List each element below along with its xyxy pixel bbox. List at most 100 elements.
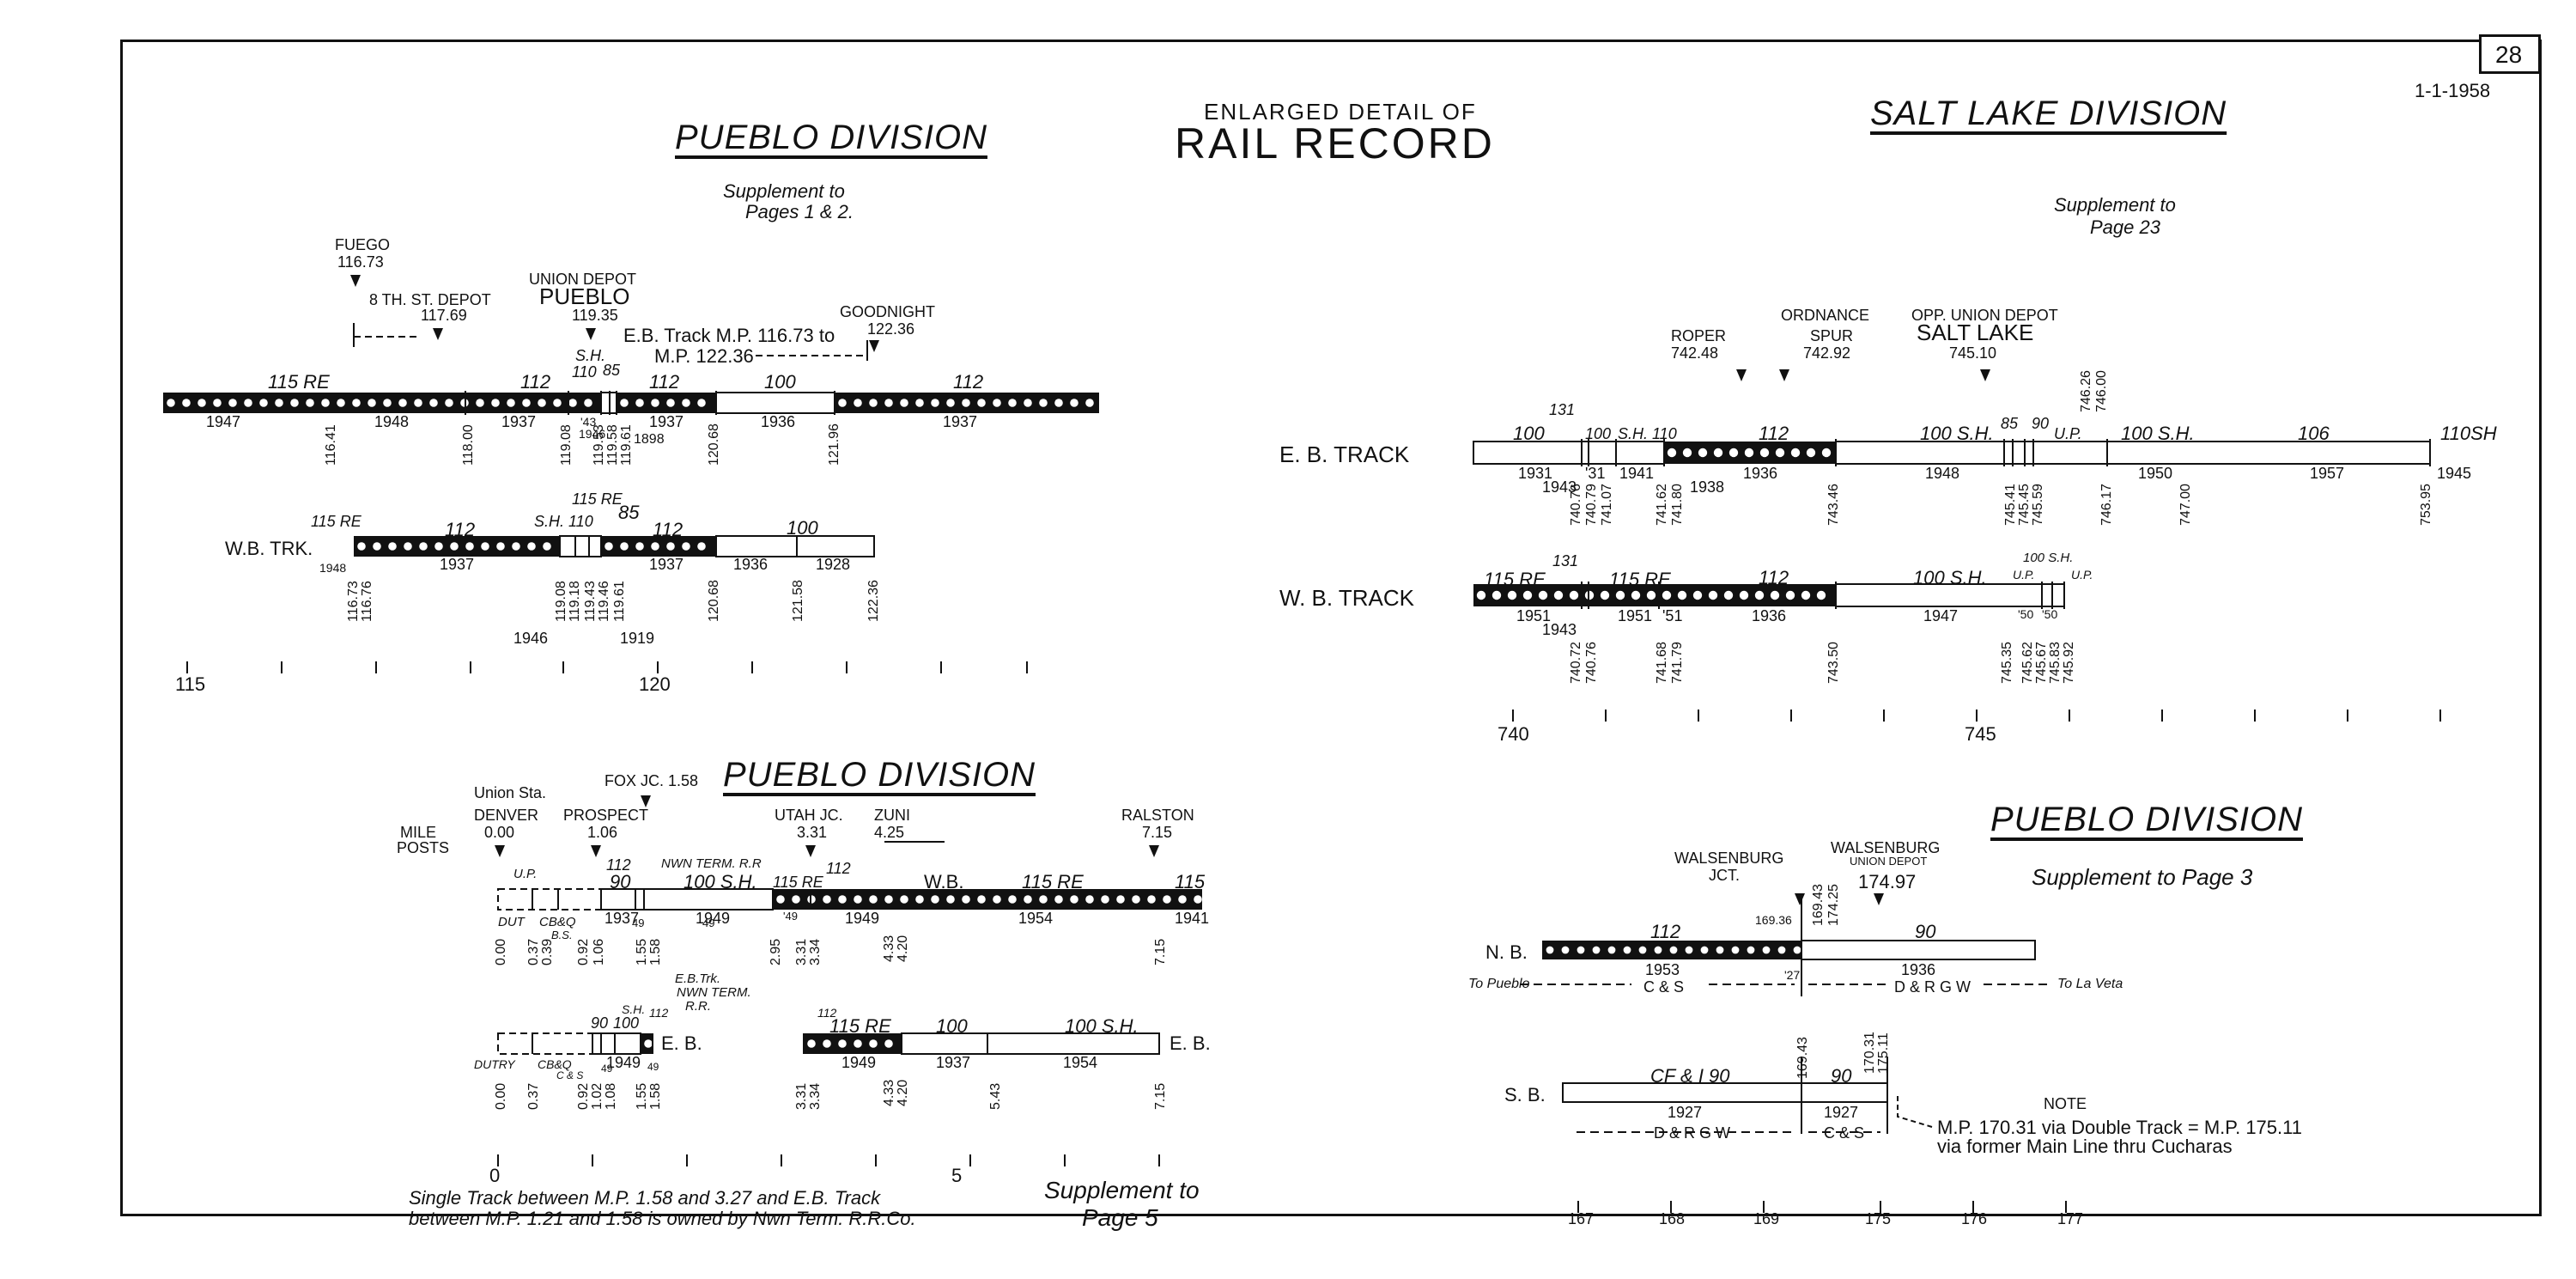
sl-wb-black-1-dot: [1770, 590, 1780, 600]
denver-marker: [495, 845, 505, 857]
sle-w6: 100 S.H.: [1920, 423, 1994, 444]
pb-supplement-2: Page 5: [1082, 1204, 1158, 1231]
sl-wb-black-1-dot: [1662, 590, 1672, 600]
depot8-label: 8 TH. ST. DEPOT: [369, 291, 491, 308]
pb-top-black-1-dot: [1024, 895, 1032, 904]
pt-wb-black-2-dot: [682, 542, 690, 551]
pb-top-black-1-dot: [1116, 895, 1125, 904]
sl-wb-black-1-dot: [1600, 590, 1610, 600]
sl-wb-white-1: [1835, 583, 2043, 607]
pt-wb-black-1-dot: [404, 542, 412, 551]
pb-top-black-1-dot: [1147, 895, 1156, 904]
pt-eb-black-3-dot: [1054, 399, 1063, 407]
zuni-label: ZUNI: [874, 807, 910, 824]
utah-mp: 3.31: [797, 824, 828, 841]
pbt-y1: 1937: [605, 910, 640, 927]
pbe-w6: 115 RE: [829, 1015, 891, 1037]
prn-y1: 1953: [1645, 961, 1680, 978]
pt-eb-black-3-dot: [838, 399, 847, 407]
pt-eb-black-3-dot: [993, 399, 1001, 407]
walsenburg-jct-marker: [1795, 893, 1805, 905]
pt-eb-black-1-dot: [259, 399, 268, 407]
note-title: NOTE: [2044, 1095, 2087, 1112]
sle-w5: 112: [1759, 423, 1789, 444]
pt-eb-black-1-dot: [553, 399, 562, 407]
pb-top-black-1-dot: [1039, 895, 1048, 904]
pbe-note-3: R.R.: [685, 999, 711, 1014]
sl-wb-black-1-dot: [1646, 590, 1656, 600]
pr-scale-1: 167: [1568, 1210, 1595, 1227]
pb-top-black-1-dot: [823, 895, 831, 904]
denver-sta: Union Sta.: [474, 784, 547, 801]
mile-posts-1: MILE: [400, 824, 437, 841]
slw-y8: '50: [2042, 607, 2058, 621]
ptw-w4: 115 RE: [572, 490, 623, 508]
pbe-w3: S.H.: [622, 1002, 646, 1016]
pb-top-black-1-dot: [900, 895, 908, 904]
pbe-label-right: E. B.: [1170, 1032, 1211, 1054]
pt-eb-black-2-dot: [666, 399, 675, 407]
pt-eb-black-1-dot: [507, 399, 515, 407]
slw-y6: 1947: [1923, 607, 1959, 624]
pte-w7: 112: [953, 371, 984, 393]
slw-w5: 100 S.H.: [1913, 567, 1987, 588]
prn-road2: D & R G W: [1894, 978, 1971, 996]
sle-w2: 100: [1513, 423, 1545, 444]
prospect-label: PROSPECT: [563, 807, 649, 824]
pt-eb-black-1-dot: [491, 399, 500, 407]
pte-w1: 115 RE: [268, 371, 330, 393]
sl-eb-black-1-dot: [1806, 448, 1816, 458]
pb-footnote-1: Single Track between M.P. 1.58 and 3.27 …: [409, 1187, 881, 1209]
pt-eb-black-3-dot: [946, 399, 955, 407]
pte-w6: 100: [764, 371, 796, 393]
ptw-y1: 1948: [319, 561, 347, 575]
pbe-w7: 100: [936, 1015, 968, 1037]
pt-wb-white-1: [559, 535, 602, 557]
pte-y6: 1937: [943, 413, 978, 430]
prn-mk1: 169.36: [1755, 913, 1792, 927]
pbt-w4: 115 RE: [773, 874, 823, 891]
sle-w7: 85: [2001, 415, 2019, 432]
pt-eb-black-3-dot: [1085, 399, 1094, 407]
pr-scale-4: 175: [1865, 1210, 1892, 1227]
fuego-label: FUEGO: [335, 236, 391, 253]
prn-road1: C & S: [1643, 978, 1685, 996]
pb-top-black-1-dot: [1085, 895, 1094, 904]
sle-w9: U.P.: [2054, 425, 2082, 442]
sl-wb-black-1-dot: [1801, 590, 1811, 600]
pte-y5: 1936: [761, 413, 796, 430]
pte-sh: S.H.: [575, 347, 606, 364]
pt-eb-black-1-dot: [429, 399, 438, 407]
pt-wb-black-1-dot: [512, 542, 520, 551]
pr-nb-black-1-dot: [1623, 946, 1631, 954]
pb-top-dashed: [497, 888, 602, 911]
pt-eb-black-1-dot: [398, 399, 407, 407]
ralston-label: RALSTON: [1121, 807, 1194, 824]
pt-eb-black-1-dot: [383, 399, 392, 407]
pueblo-right-heading: PUEBLO DIVISION: [1990, 801, 2303, 838]
wals-3: 174.97: [1858, 871, 1917, 892]
sl-wb-black-1-dot: [1785, 590, 1795, 600]
pbe-w4: 112: [649, 1006, 669, 1020]
denver-mp: 0.00: [484, 824, 515, 841]
slw-y4: '51: [1662, 607, 1683, 624]
slw-y5: 1936: [1752, 607, 1787, 624]
utah-label: UTAH JC.: [775, 807, 843, 824]
pr-nb-black-1-dot: [1685, 946, 1693, 954]
slw-y7: '50: [2018, 607, 2034, 621]
sl-wb-black-1-dot: [1631, 590, 1641, 600]
sle-w11: 106: [2298, 423, 2330, 444]
pt-eb-black-3-dot: [1008, 399, 1017, 407]
mile-posts-2: POSTS: [397, 839, 450, 856]
pt-eb-black-1-dot: [275, 399, 283, 407]
pr-nb-black-1-dot: [1731, 946, 1740, 954]
pbt-y3: 1949: [845, 910, 880, 927]
pt-eb-black-3-dot: [900, 399, 908, 407]
pte-y4: 1937: [649, 413, 684, 430]
pbt-w1: U.P.: [513, 867, 538, 881]
sle-w3: 100: [1585, 425, 1612, 442]
sl-scale-2: 745: [1965, 723, 1996, 745]
pb-top-black-1-dot: [854, 895, 862, 904]
sl-wb-black-1-dot: [1677, 590, 1687, 600]
sl-eb-black-1-dot: [1698, 448, 1708, 458]
